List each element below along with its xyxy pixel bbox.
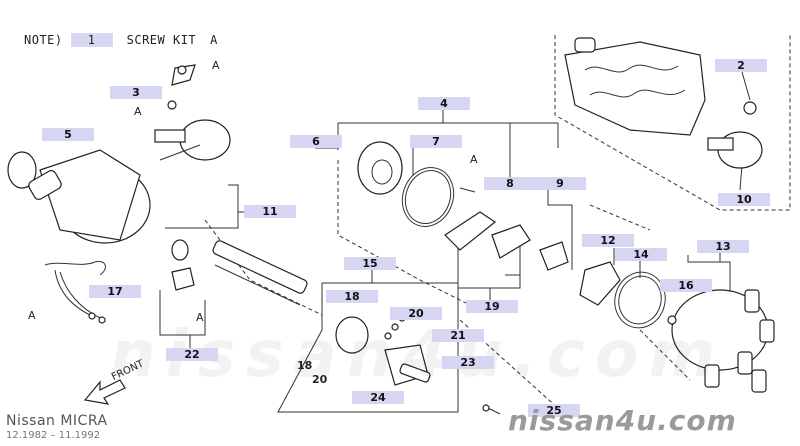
ref-a-marker: A xyxy=(470,153,478,166)
callout-11[interactable]: 11 xyxy=(244,205,296,218)
ref-a-marker: A xyxy=(212,59,220,72)
ref-a-marker: A xyxy=(134,105,142,118)
callout-5[interactable]: 5 xyxy=(42,128,94,141)
callout-3[interactable]: 3 xyxy=(110,86,162,99)
callout-25[interactable]: 25 xyxy=(528,404,580,417)
callout-10[interactable]: 10 xyxy=(718,193,770,206)
footer-dates: 12.1982 – 11.1992 xyxy=(6,430,101,441)
leader-lines xyxy=(159,35,791,413)
callout-9[interactable]: 9 xyxy=(534,177,586,190)
callout-2[interactable]: 2 xyxy=(715,59,767,72)
callout-13[interactable]: 13 xyxy=(697,240,749,253)
callout-7[interactable]: 7 xyxy=(410,135,462,148)
note-line: NOTE) 1 SCREW KIT A xyxy=(24,33,218,47)
callout-14[interactable]: 14 xyxy=(615,248,667,261)
callout-8[interactable]: 8 xyxy=(484,177,536,190)
callout-22[interactable]: 22 xyxy=(166,348,218,361)
note-ref: 1 xyxy=(70,33,113,47)
callout-12[interactable]: 12 xyxy=(582,234,634,247)
callout-18[interactable]: 18 xyxy=(326,290,378,303)
brand-logo: nissan4u.com xyxy=(508,404,737,437)
note-kit-ref: A xyxy=(210,33,218,47)
callout-6[interactable]: 6 xyxy=(290,135,342,148)
label-20-plain: 20 xyxy=(312,373,328,386)
callout-16[interactable]: 16 xyxy=(660,279,712,292)
callout-15[interactable]: 15 xyxy=(344,257,396,270)
note-prefix: NOTE) xyxy=(24,33,63,47)
callout-20[interactable]: 20 xyxy=(390,307,442,320)
ref-a-marker: A xyxy=(28,309,36,322)
callout-23[interactable]: 23 xyxy=(442,356,494,369)
callout-21[interactable]: 21 xyxy=(432,329,484,342)
ref-a-marker: A xyxy=(196,311,204,324)
label-18-plain: 18 xyxy=(297,359,313,372)
callout-24[interactable]: 24 xyxy=(352,391,404,404)
note-kit: SCREW KIT xyxy=(126,33,197,47)
callout-4[interactable]: 4 xyxy=(418,97,470,110)
callout-19[interactable]: 19 xyxy=(466,300,518,313)
footer-model: Nissan MICRA xyxy=(6,413,108,429)
callout-17[interactable]: 17 xyxy=(89,285,141,298)
